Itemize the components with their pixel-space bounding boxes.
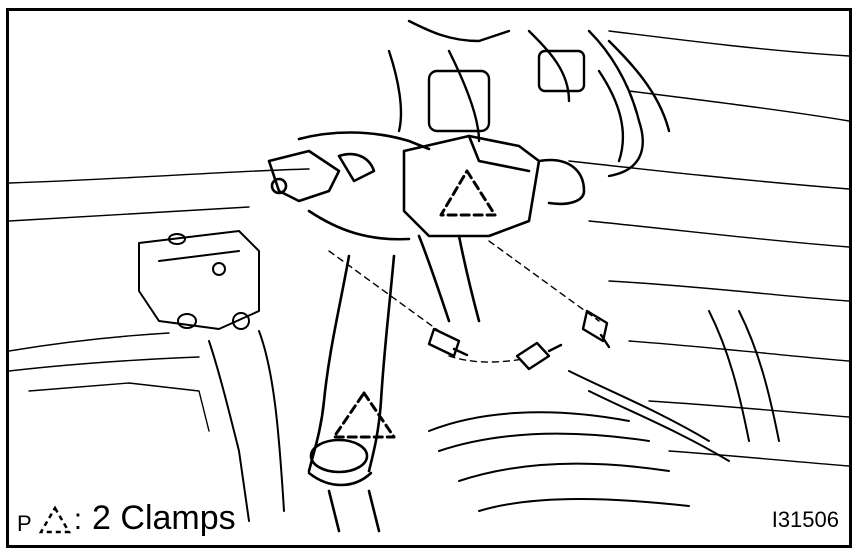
figure-id: I31506: [771, 507, 839, 532]
engine-line-drawing: [9, 19, 849, 533]
legend-label: 2 Clamps: [92, 499, 236, 537]
wiring-connector-cluster: [387, 19, 671, 178]
lower-wiring-harness: [428, 310, 780, 512]
clamp-marker-lower: [332, 391, 396, 439]
water-hose: [307, 234, 481, 533]
figure-frame: P : 2 Clamps I31506: [6, 8, 852, 548]
clamp-upper: [267, 131, 586, 241]
caption-prefix: P: [17, 511, 32, 536]
bolt-right: [581, 309, 611, 349]
bolt-center: [515, 341, 563, 371]
leader-lines: [328, 240, 600, 363]
dashed-triangle-icon: [38, 505, 71, 534]
mounting-bracket: [138, 230, 285, 522]
clamp-marker-upper: [439, 169, 497, 217]
bolt-left: [427, 327, 469, 358]
legend-separator: :: [73, 503, 83, 536]
legend: P : 2 Clamps: [17, 501, 236, 535]
engine-block-outline: [9, 30, 849, 467]
